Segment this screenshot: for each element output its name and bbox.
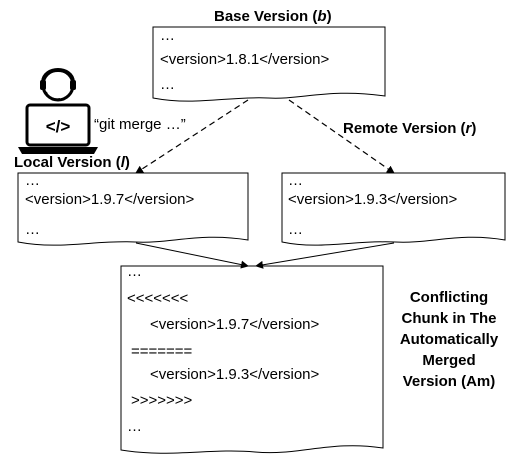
remote-to-merged-arrow [255,242,395,269]
base-document-shape [152,26,386,102]
local-version-title: Local Version (l) [14,154,130,171]
merged-line-7: … [127,418,142,435]
base-line-2: <version>1.8.1</version> [160,51,330,68]
base-to-remote-arrow [288,99,395,174]
base-version-title: Base Version (b) [214,8,332,25]
label-line-2: Chunk in The [401,310,497,327]
git-merge-command: “git merge …” [94,116,186,133]
local-line-3: … [25,221,40,238]
remote-line-3: … [288,221,303,238]
remote-line-2: <version>1.9.3</version> [288,191,458,208]
remote-version-title: Remote Version (r) [343,120,477,137]
local-line-1: … [25,172,40,189]
merged-remote-version-line: <version>1.9.3</version> [150,366,320,383]
remote-line-1: … [288,172,303,189]
label-line-3: Automatically [399,331,499,348]
remote-document-shape [281,172,506,246]
merged-local-version-line: <version>1.9.7</version> [150,316,320,333]
conflicting-chunk-label: Conflicting Chunk in The Automatically M… [394,287,504,392]
base-to-local-arrow [135,99,249,174]
developer-laptop-icon: </> [18,68,98,154]
local-document-shape [17,172,249,246]
label-line-5: Version (Am) [402,373,496,390]
merged-separator-marker: ======= [131,343,193,360]
label-line-4: Merged [422,352,476,369]
merged-line-1: … [127,263,142,280]
merged-document-shape [120,265,384,454]
local-to-merged-arrow [135,242,249,269]
svg-text:</>: </> [46,117,71,136]
label-line-1: Conflicting [409,289,489,306]
merged-conflict-start-marker: <<<<<<< [127,290,189,307]
merged-conflict-end-marker: >>>>>>> [131,392,193,409]
base-line-3: … [160,76,175,93]
local-line-2: <version>1.9.7</version> [25,191,195,208]
base-line-1: … [160,27,175,44]
